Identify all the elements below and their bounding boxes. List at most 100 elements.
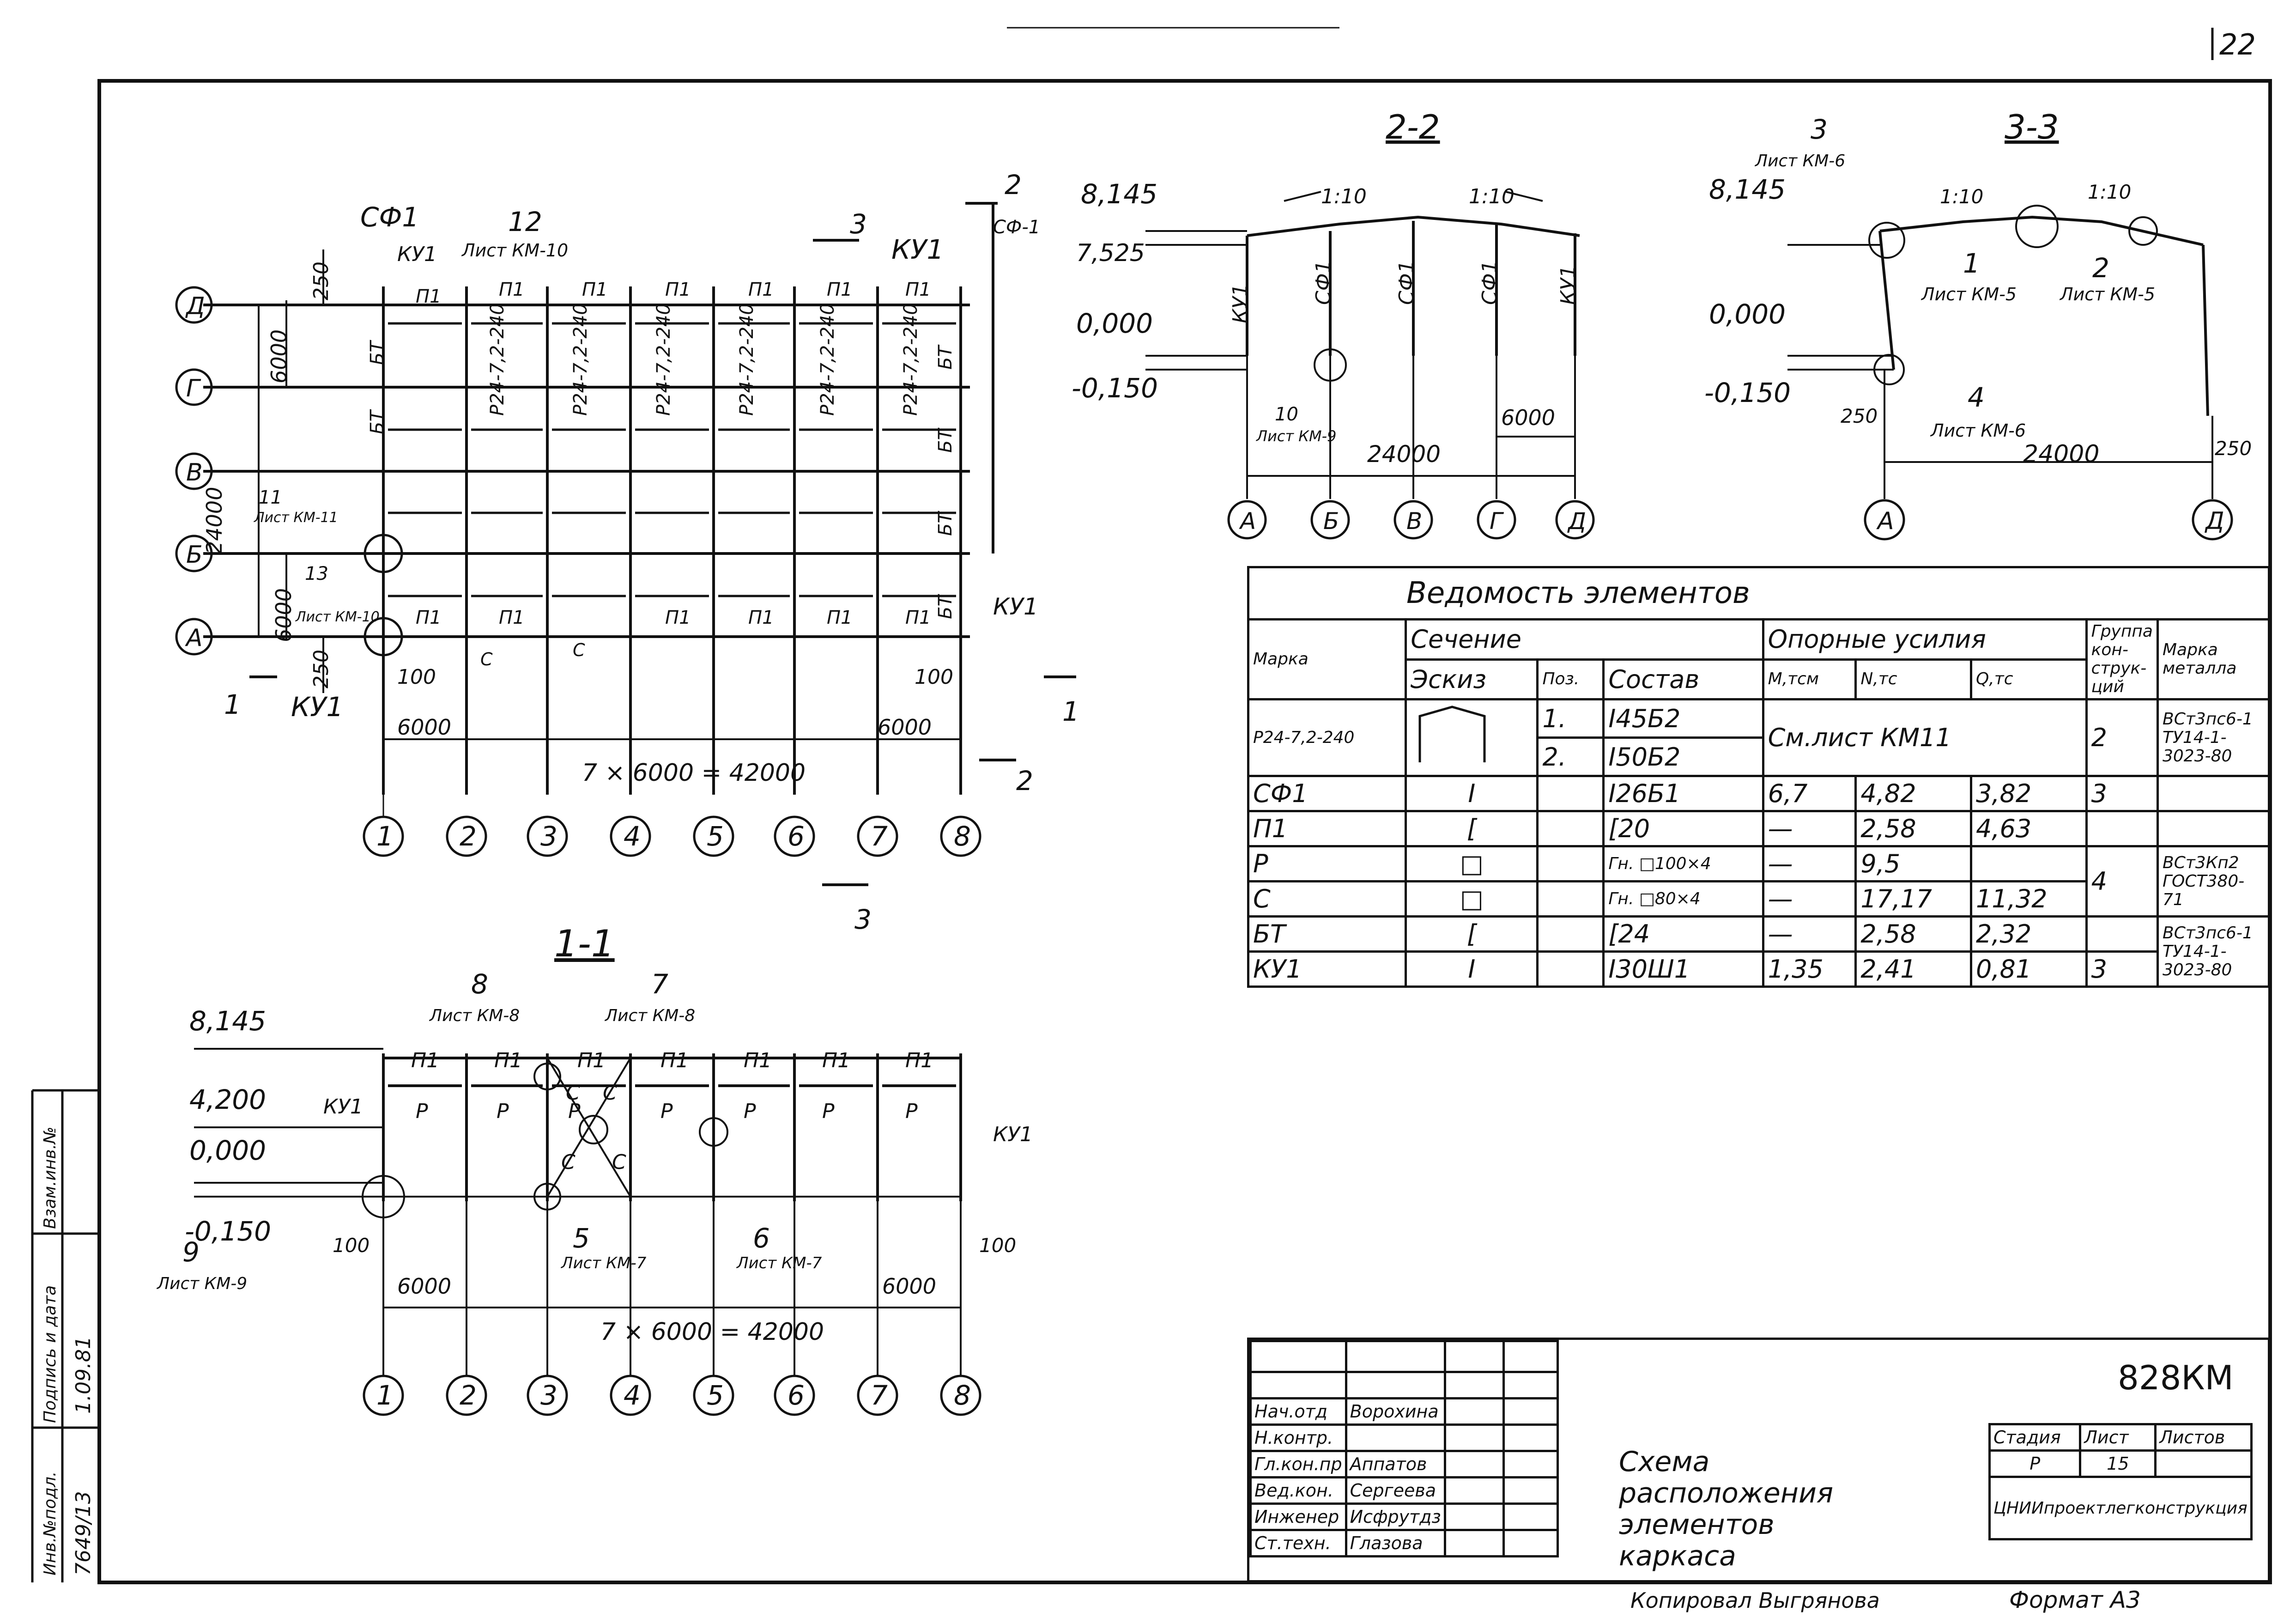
- strut-label: Р: [822, 1100, 835, 1123]
- axis-label: Б: [1323, 508, 1339, 535]
- strut-label: Р: [905, 1100, 918, 1123]
- detail-num: 5: [573, 1223, 590, 1254]
- col-label: СФ1: [1478, 260, 1502, 305]
- purlin-label: П1: [827, 607, 853, 628]
- purlin-label: П1: [905, 279, 931, 300]
- col-label: КУ1: [993, 1123, 1033, 1146]
- section-mark-2: 2: [1016, 765, 1033, 797]
- elev-label: 0,000: [189, 1135, 266, 1166]
- col-metal: Марка металла: [2157, 618, 2270, 700]
- brace-label: БТ: [935, 511, 956, 536]
- col-pos: Поз.: [1536, 658, 1605, 700]
- axis-col-label: 8: [954, 1380, 971, 1411]
- detail-num: 3: [1811, 114, 1828, 145]
- axis-label: Д: [2205, 507, 2224, 535]
- plan-note-11: 11: [259, 487, 282, 508]
- axis-row-label: А: [185, 624, 203, 652]
- col-group: Группа кон- струк- ций: [2085, 618, 2159, 700]
- elev-label: 7,525: [1076, 239, 1145, 267]
- sheet-format: Формат А3: [2009, 1587, 2141, 1613]
- drawing-title: Схема расположения элементов каркаса: [1619, 1446, 1834, 1572]
- dim-label: 6000: [397, 1274, 451, 1299]
- col-mark: Марка: [1247, 618, 1407, 700]
- sheet-ref: Лист КМ-5: [2059, 284, 2155, 304]
- col-label: КУ1: [1229, 284, 1252, 323]
- frame-label: Р24-7,2-240: [570, 303, 591, 416]
- table-row: Р □ Гн. □100×4 — 9,5 4 ВСт3Кп2 ГОСТ380-7…: [1247, 845, 2270, 918]
- side-inv-label: Взам.инв.№: [41, 1126, 60, 1229]
- section-mark-1: 1: [224, 689, 241, 720]
- side-inv-no-label: Инв.№подл.: [41, 1472, 60, 1575]
- purlin-label: П1: [744, 1049, 772, 1072]
- detail-num: 7: [651, 968, 668, 1000]
- plan-sf-1-label: СФ-1: [993, 217, 1040, 238]
- axis-label: А: [1239, 508, 1256, 535]
- purlin-label: П1: [416, 286, 442, 307]
- element-spec-table: Ведомость элементов Марка Сечение Опорны…: [1247, 566, 2270, 988]
- section-11-title: 1-1: [554, 922, 615, 965]
- sheet-ref: Лист КМ-6: [1754, 152, 1845, 170]
- dim-total: 7 × 6000 = 42000: [582, 759, 806, 787]
- dim-label: 24000: [2023, 440, 2099, 468]
- axis-col-label: 1: [376, 821, 394, 852]
- section-mark-3: 3: [850, 208, 867, 240]
- slope-label: 1:10: [1940, 185, 1983, 208]
- axis-col-label: 4: [624, 821, 641, 852]
- elev-label: 8,145: [189, 1005, 266, 1037]
- plan-ku1-label: КУ1: [291, 691, 343, 723]
- section-mark-2: 2: [1005, 169, 1022, 201]
- table-row: Р24-7,2-240 1. I45Б2 См.лист КМ11 2 ВСт3…: [1247, 698, 2270, 777]
- plan-sheet-ref: Лист КМ-11: [254, 510, 338, 526]
- section-mark-3: 3: [854, 904, 872, 935]
- sheet-ref: Лист КМ-8: [429, 1006, 520, 1025]
- axis-row-label: Г: [186, 375, 201, 402]
- axis-label: В: [1406, 508, 1422, 535]
- purlin-label: П1: [905, 1049, 933, 1072]
- frame-label: Р24-7,2-240: [736, 303, 757, 416]
- axis-col-label: 7: [871, 821, 888, 852]
- brace-c-label: С: [612, 1150, 626, 1174]
- dim-label: 100: [333, 1234, 370, 1257]
- axis-col-label: 5: [707, 821, 724, 852]
- col-label: КУ1: [323, 1095, 363, 1119]
- organization: ЦНИИпроектлегконструкция: [1988, 1476, 2253, 1540]
- copied-by: Копировал Выгрянова: [1630, 1588, 1880, 1613]
- purlin-label: П1: [411, 1049, 439, 1072]
- strut-label: Р: [416, 1100, 428, 1123]
- table-row: П1 [ [20 — 2,58 4,63: [1247, 810, 2270, 847]
- purlin-label: П1: [577, 1049, 606, 1072]
- elev-label: -0,150: [1704, 377, 1791, 408]
- plan-ku1-label: КУ1: [397, 243, 437, 266]
- detail-num: 1: [1963, 248, 1980, 279]
- col-comp: Состав: [1602, 658, 1764, 700]
- drawing-code: 828КМ: [2118, 1358, 2234, 1397]
- sheet-ref: Лист КМ-6: [1930, 420, 2026, 441]
- strut-label: Р: [660, 1100, 673, 1123]
- dim-250: 250: [309, 650, 333, 688]
- side-sign-label: Подпись и дата: [41, 1285, 60, 1423]
- axis-col-label: 5: [707, 1380, 724, 1411]
- plan-note-13: 13: [305, 563, 328, 584]
- axis-col-label: 1: [376, 1380, 394, 1411]
- elev-label: 8,145: [1081, 178, 1157, 210]
- table-row: С □ Гн. □80×4 — 17,17 11,32: [1247, 880, 2269, 918]
- col-label: СФ1: [1312, 260, 1335, 305]
- axis-col-label: 7: [871, 1380, 888, 1411]
- elev-label: 0,000: [1076, 308, 1153, 339]
- detail-num: 2: [2092, 252, 2109, 284]
- col-forces: Опорные усилия: [1762, 618, 2088, 661]
- col-n: N,тс: [1854, 658, 1972, 700]
- axis-col-label: 2: [460, 821, 477, 852]
- frame-sketch: [1405, 698, 1539, 777]
- dim-100: 100: [397, 665, 436, 689]
- dim-100: 100: [915, 665, 953, 689]
- plan-sf1-label: СФ1: [360, 201, 419, 233]
- purlin-label: П1: [748, 607, 774, 628]
- col-m: М,тсм: [1762, 658, 1857, 700]
- plan-sheet-ref: Лист КМ-10: [461, 240, 568, 261]
- detail-num: 6: [753, 1223, 770, 1254]
- brace-c-label: С: [566, 1081, 580, 1105]
